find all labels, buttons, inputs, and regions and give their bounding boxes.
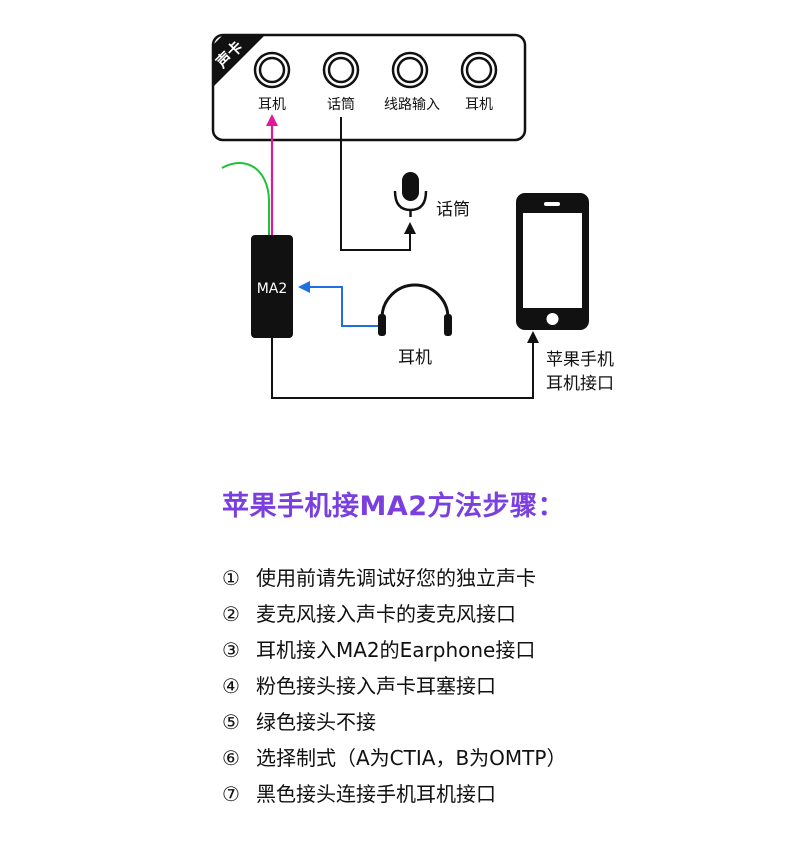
step-text: 麦克风接入声卡的麦克风接口 <box>256 602 516 626</box>
port-label-1: 耳机 <box>258 97 286 113</box>
step-text: 绿色接头不接 <box>256 710 376 734</box>
connection-diagram: 声卡 耳机 话筒 线路输入 耳机 话筒 <box>211 33 614 399</box>
step-text: 耳机接入MA2的Earphone接口 <box>256 638 536 662</box>
ma2-device <box>251 235 293 338</box>
step-text: 粉色接头接入声卡耳塞接口 <box>256 674 496 698</box>
soundcard: 声卡 耳机 话筒 线路输入 耳机 <box>211 33 527 142</box>
step-item: ⑤ 绿色接头不接 <box>222 704 566 740</box>
soundcard-port-3: 线路输入 <box>384 51 440 113</box>
headphone-label: 耳机 <box>398 348 432 368</box>
phone-label-line1: 苹果手机 <box>546 350 614 370</box>
step-text: 黑色接头连接手机耳机接口 <box>256 782 496 806</box>
blue-cable <box>309 286 380 327</box>
step-item: ④ 粉色接头接入声卡耳塞接口 <box>222 668 566 704</box>
steps-title: 苹果手机接MA2方法步骤： <box>222 491 566 522</box>
step-number: ③ <box>222 638 240 662</box>
step-number: ② <box>222 602 240 626</box>
pink-arrowhead <box>266 114 278 126</box>
step-number: ① <box>222 566 240 590</box>
mic-label: 话筒 <box>436 200 470 220</box>
step-text: 使用前请先调试好您的独立声卡 <box>256 566 536 590</box>
step-item: ⑥ 选择制式（A为CTIA，B为OMTP） <box>222 740 566 776</box>
soundcard-port-4: 耳机 <box>460 51 498 113</box>
mic-cable <box>340 117 411 251</box>
steps-list: ① 使用前请先调试好您的独立声卡 ② 麦克风接入声卡的麦克风接口 ③ 耳机接入MA2的… <box>222 560 566 812</box>
port-label-2: 话筒 <box>327 96 355 113</box>
step-text: 选择制式（A为CTIA，B为OMTP） <box>256 746 567 770</box>
phone-icon <box>516 193 589 330</box>
step-item: ⑦ 黑色接头连接手机耳机接口 <box>222 776 566 812</box>
ma2-label: MA2 <box>257 281 288 297</box>
step-number: ⑥ <box>222 746 240 770</box>
soundcard-tag-badge <box>213 35 265 87</box>
black-arrowhead <box>527 331 539 343</box>
step-item: ② 麦克风接入声卡的麦克风接口 <box>222 596 566 632</box>
phone-label-line2: 耳机接口 <box>546 374 614 394</box>
step-number: ⑤ <box>222 710 240 734</box>
step-item: ① 使用前请先调试好您的独立声卡 <box>222 560 566 596</box>
port-label-4: 耳机 <box>465 97 493 113</box>
port-label-3: 线路输入 <box>384 97 440 113</box>
blue-arrowhead <box>298 281 310 293</box>
soundcard-port-2: 话筒 <box>322 51 360 113</box>
mic-arrowhead <box>404 222 416 234</box>
soundcard-port-1: 耳机 <box>253 51 291 113</box>
headphones-icon <box>378 283 452 336</box>
black-cable <box>271 338 534 399</box>
step-number: ⑦ <box>222 782 240 806</box>
step-item: ③ 耳机接入MA2的Earphone接口 <box>222 632 566 668</box>
microphone-icon <box>393 172 428 217</box>
step-number: ④ <box>222 674 240 698</box>
green-cable <box>221 162 270 236</box>
